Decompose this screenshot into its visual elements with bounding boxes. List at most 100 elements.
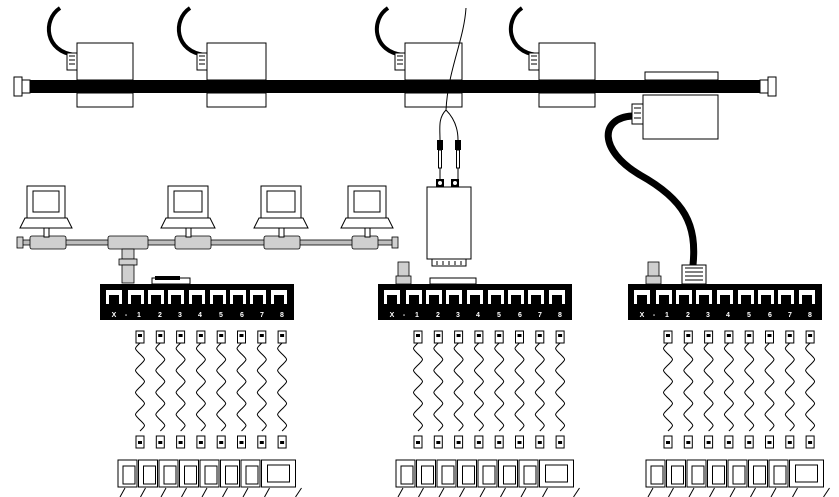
hub-3-port-labels: X - 1 2 3 4 5 6 7 8 <box>640 312 812 319</box>
patch-cables <box>135 330 816 449</box>
patch-cable <box>805 330 816 449</box>
fiber-link <box>437 7 467 180</box>
fiber-converter <box>426 179 472 267</box>
thin-coax-segment <box>16 235 399 284</box>
patch-cable <box>683 330 694 449</box>
transceiver-3 <box>374 6 463 108</box>
rj45-port <box>488 290 504 304</box>
rj45-port <box>128 290 144 304</box>
rj45-port <box>528 290 544 304</box>
aui-drop-cable <box>604 112 698 266</box>
rj45-port <box>406 290 422 304</box>
port-label: - <box>125 312 128 319</box>
port-label: 3 <box>178 312 182 319</box>
transceiver-4 <box>508 6 596 108</box>
port-label: - <box>653 312 656 319</box>
patch-panel <box>395 459 580 497</box>
pc-workstation <box>253 185 309 238</box>
patch-cable <box>453 330 464 449</box>
rj45-port <box>230 290 246 304</box>
hub-3: X - 1 2 3 4 5 6 7 8 <box>628 284 822 320</box>
hub-3-bnc <box>645 261 662 285</box>
hub-1: X - 1 2 3 4 5 6 7 8 <box>100 284 294 320</box>
patch-cable <box>155 330 166 449</box>
patch-cable <box>195 330 206 449</box>
transceiver-1 <box>46 6 134 108</box>
port-label: 8 <box>558 312 562 319</box>
rj45-port <box>676 290 692 304</box>
port-label: 5 <box>747 312 751 319</box>
port-label: X <box>112 312 117 319</box>
hub-2-top-connectors <box>429 277 477 285</box>
rj45-port <box>189 290 205 304</box>
patch-cable <box>764 330 775 449</box>
rj45-port <box>634 290 650 304</box>
hub-1-top-connectors <box>151 276 191 285</box>
rj45-port <box>106 290 122 304</box>
rj45-port <box>656 290 672 304</box>
patch-cable <box>216 330 227 449</box>
port-label: X <box>640 312 645 319</box>
patch-cable <box>723 330 734 449</box>
port-label: 3 <box>456 312 460 319</box>
port-label: 2 <box>436 312 440 319</box>
patch-panel <box>117 459 302 497</box>
patch-cable <box>703 330 714 449</box>
patch-cable <box>433 330 444 449</box>
port-label: 2 <box>686 312 690 319</box>
hub-3-ports <box>634 290 815 304</box>
port-label: 6 <box>768 312 772 319</box>
rj45-port <box>758 290 774 304</box>
hub-2-ports <box>384 290 565 304</box>
patch-cable <box>473 330 484 449</box>
transceiver-5 <box>631 71 719 140</box>
patch-panels <box>117 459 830 497</box>
rj45-port <box>467 290 483 304</box>
rj45-port <box>426 290 442 304</box>
patch-cable <box>784 330 795 449</box>
hub-2-port-labels: X - 1 2 3 4 5 6 7 8 <box>390 312 562 319</box>
rj45-port <box>168 290 184 304</box>
port-label: 4 <box>198 312 202 319</box>
patch-cable <box>256 330 267 449</box>
rj45-port <box>210 290 226 304</box>
port-label: 1 <box>415 312 419 319</box>
rj45-port <box>549 290 565 304</box>
port-label: 5 <box>219 312 223 319</box>
port-label: 7 <box>260 312 264 319</box>
rj45-port <box>271 290 287 304</box>
patch-cable <box>534 330 545 449</box>
rj45-port <box>384 290 400 304</box>
port-label: 1 <box>137 312 141 319</box>
port-label: 5 <box>497 312 501 319</box>
port-label: - <box>403 312 406 319</box>
rj45-port <box>508 290 524 304</box>
rj45-port <box>778 290 794 304</box>
rj45-port <box>696 290 712 304</box>
port-label: 8 <box>808 312 812 319</box>
port-label: 7 <box>788 312 792 319</box>
port-label: X <box>390 312 395 319</box>
port-label: 6 <box>240 312 244 319</box>
pc-workstation <box>160 185 216 238</box>
port-label: 8 <box>280 312 284 319</box>
rj45-port <box>799 290 815 304</box>
hub-1-port-labels: X - 1 2 3 4 5 6 7 8 <box>112 312 284 319</box>
port-label: 6 <box>518 312 522 319</box>
rj45-port <box>717 290 733 304</box>
rj45-port <box>148 290 164 304</box>
port-label: 7 <box>538 312 542 319</box>
patch-cable <box>555 330 566 449</box>
port-label: 4 <box>476 312 480 319</box>
port-label: 4 <box>726 312 730 319</box>
transceiver-2 <box>176 6 267 108</box>
hub-3-aui-connector <box>681 264 707 285</box>
patch-cable <box>135 330 145 449</box>
patch-panel <box>645 459 830 497</box>
rj45-port <box>446 290 462 304</box>
patch-cable <box>663 330 673 449</box>
patch-cable <box>744 330 755 449</box>
patch-cable <box>175 330 186 449</box>
port-label: 2 <box>158 312 162 319</box>
